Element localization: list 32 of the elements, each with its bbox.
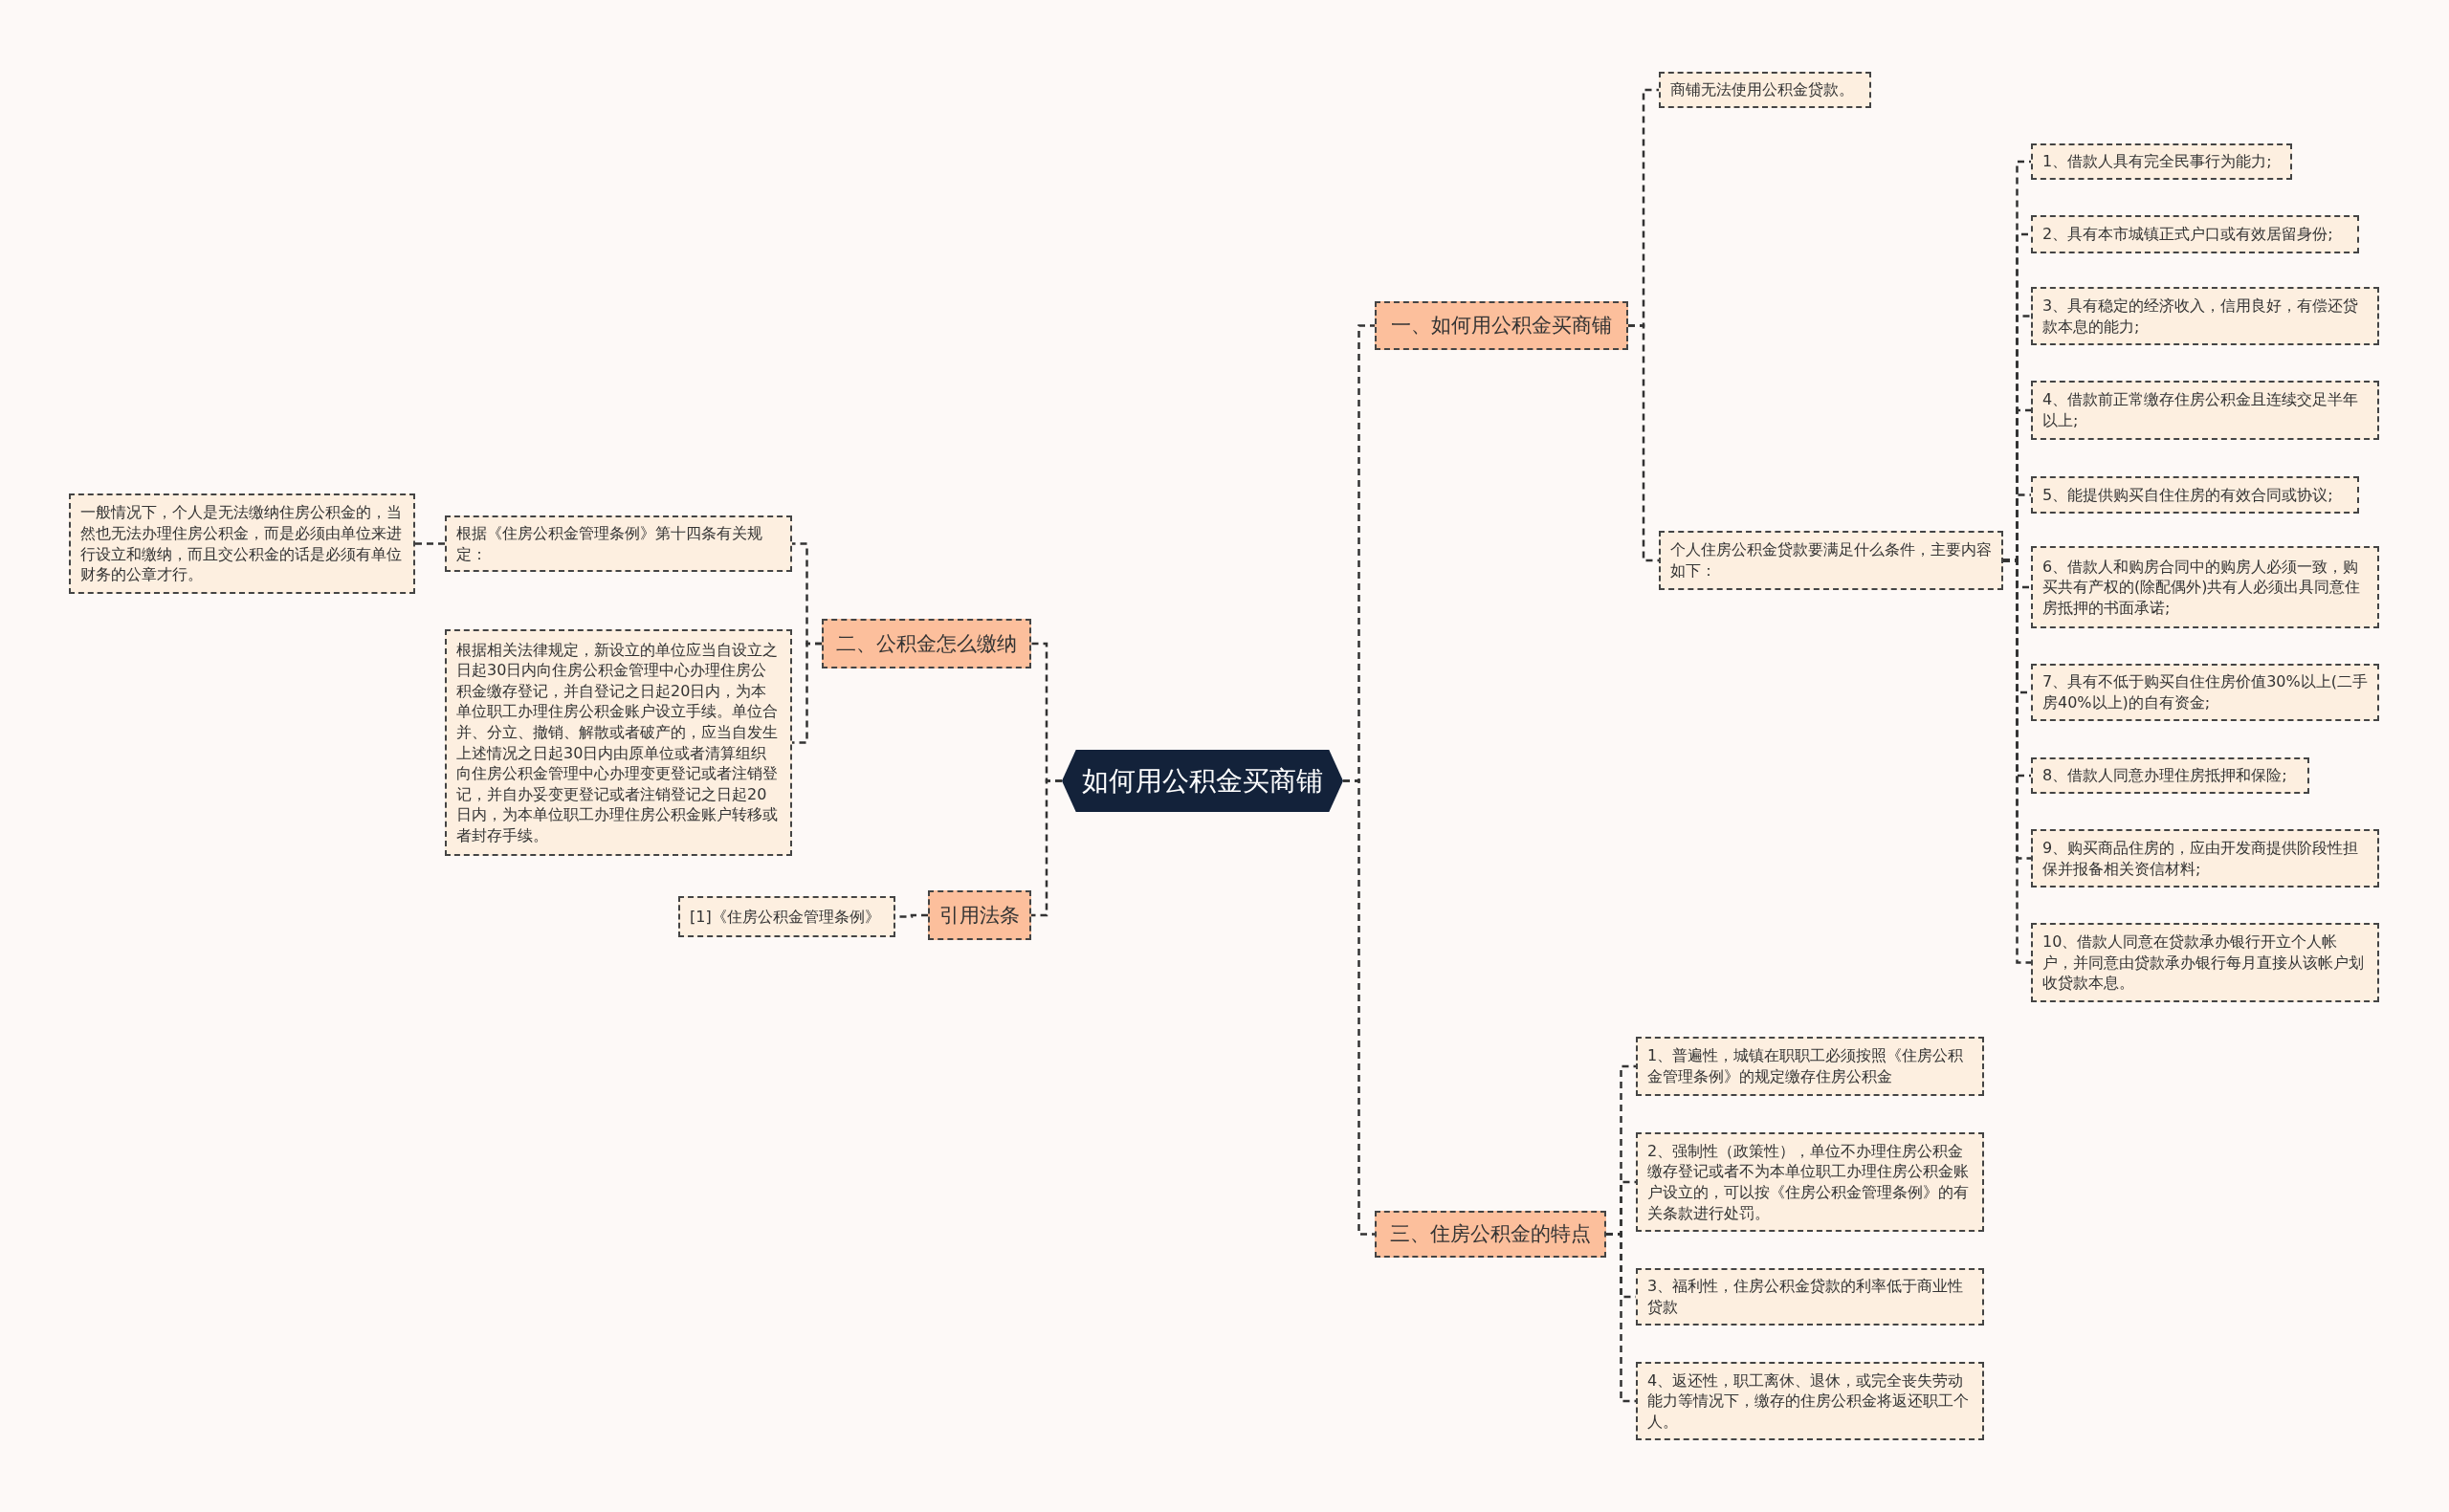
note-box: 3、具有稳定的经济收入，信用良好，有偿还贷款本息的能力;: [2031, 287, 2379, 345]
note-box: 3、福利性，住房公积金贷款的利率低于商业性贷款: [1636, 1268, 1984, 1326]
connector: [1343, 779, 1375, 1236]
topic-box: 三、住房公积金的特点: [1375, 1211, 1606, 1258]
note-box: 6、借款人和购房合同中的购房人必须一致，购买共有产权的(除配偶外)共有人必须出具同意住房抵押的书面承诺;: [2031, 546, 2379, 628]
note-box: 商铺无法使用公积金贷款。: [1659, 72, 1871, 108]
note-box: 2、强制性（政策性），单位不办理住房公积金缴存登记或者不为本单位职工办理住房公积金账户设立的，可以按《住房公积金管理条例》的有关条款进行处罚。: [1636, 1132, 1984, 1232]
note-box: 1、普遍性，城镇在职职工必须按照《住房公积金管理条例》的规定缴存住房公积金: [1636, 1037, 1984, 1096]
connector: [415, 542, 445, 545]
note-box: 7、具有不低于购买自住住房价值30%以上(二手房40%以上)的自有资金;: [2031, 664, 2379, 721]
note-box: 一般情况下，个人是无法缴纳住房公积金的，当然也无法办理住房公积金，而是必须由单位来进行设立和缴纳，而且交公积金的话是必须有单位财务的公章才行。: [69, 493, 415, 594]
note-box: 根据《住房公积金管理条例》第十四条有关规定：: [445, 515, 792, 572]
topic-box: 二、公积金怎么缴纳: [822, 619, 1031, 668]
connector: [1031, 779, 1062, 917]
connector: [792, 642, 822, 744]
note-box: 2、具有本市城镇正式户口或有效居留身份;: [2031, 215, 2359, 253]
note-box: 10、借款人同意在贷款承办银行开立个人帐户，并同意由贷款承办银行每月直接从该帐户划收贷款本息。: [2031, 923, 2379, 1002]
note-box: 1、借款人具有完全民事行为能力;: [2031, 143, 2292, 180]
note-box: [1]《住房公积金管理条例》: [678, 896, 895, 937]
note-box: 9、购买商品住房的，应由开发商提供阶段性担保并报备相关资信材料;: [2031, 829, 2379, 887]
connector: [1606, 1233, 1636, 1403]
note-box: 根据相关法律规定，新设立的单位应当自设立之日起30日内向住房公积金管理中心办理住房公积金缴存登记，并自登记之日起20日内，为本单位职工办理住房公积金账户设立手续。单位合并、分立、撤销、解散或者破产的，应当自发生上述情况之日起30日内由原单位或者清算组织向住房公积金管理中心办理变更登记或者注销登记，并自办妥变更登记或者注销登记之日起20日内，为本单位职工办理住房公积金账户转移或者封存手续。: [445, 629, 792, 856]
note-box: 个人住房公积金贷款要满足什么条件，主要内容如下：: [1659, 531, 2003, 590]
note-box: 5、能提供购买自住住房的有效合同或协议;: [2031, 476, 2359, 514]
central-topic: 如何用公积金买商铺: [1062, 750, 1343, 812]
connector: [1628, 324, 1659, 562]
topic-box: 引用法条: [928, 890, 1031, 940]
connector: [2003, 559, 2031, 964]
topic-box: 一、如何用公积金买商铺: [1375, 301, 1628, 350]
note-box: 8、借款人同意办理住房抵押和保险;: [2031, 757, 2309, 794]
note-box: 4、借款前正常缴存住房公积金且连续交足半年以上;: [2031, 381, 2379, 440]
note-box: 4、返还性，职工离休、退休，或完全丧失劳动能力等情况下，缴存的住房公积金将返还职工个人。: [1636, 1362, 1984, 1440]
